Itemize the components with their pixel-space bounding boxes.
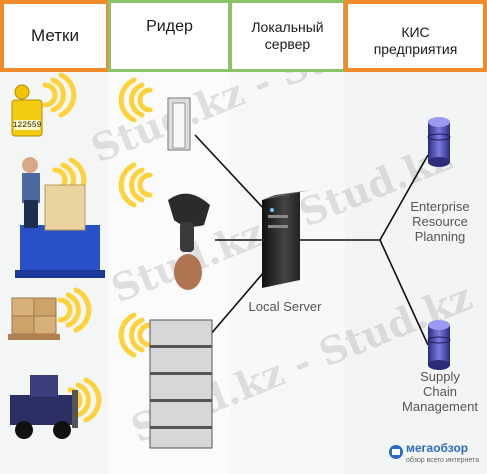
header-tags-label: Метки xyxy=(31,26,79,46)
erp-database-icon xyxy=(427,117,451,167)
shelf-rack-reader-icon xyxy=(149,319,213,449)
scm-database-icon xyxy=(427,320,451,370)
header-tags: Метки xyxy=(0,0,110,72)
column-kis-bg xyxy=(345,0,487,474)
warehouse-worker-icon xyxy=(15,157,105,278)
header-reader: Ридер xyxy=(108,0,231,72)
erp-label-line1: Enterprise xyxy=(410,199,470,214)
header-local-server: Локальный сервер xyxy=(229,0,346,72)
brand-logo-icon xyxy=(389,445,403,459)
erp-label: Enterprise Resource Planning xyxy=(400,199,480,245)
header-local-server-line2: сервер xyxy=(264,36,311,52)
connection-lines xyxy=(194,134,429,346)
brand-tagline: обзор всего интернета xyxy=(406,457,480,464)
header-kis-line2: предприятия xyxy=(373,41,458,57)
reader-signal-waves xyxy=(118,77,153,358)
server-tower-icon xyxy=(262,190,312,288)
forklift-icon xyxy=(10,375,78,439)
ear-tag-icon xyxy=(11,84,43,137)
portal-reader-icon xyxy=(167,97,191,151)
brand-logo-text: мегаобзор xyxy=(406,441,469,455)
scm-label-line1: Supply xyxy=(420,369,460,384)
scm-label-line2: Chain xyxy=(423,383,457,399)
erp-label-line3: Planning xyxy=(414,228,466,244)
header-kis-line1: КИС xyxy=(401,23,430,40)
tag-number: 122559 xyxy=(12,121,42,130)
handheld-scanner-icon xyxy=(168,193,210,290)
header-kis: КИС предприятия xyxy=(344,0,487,72)
header-reader-label: Ридер xyxy=(146,18,193,35)
header-local-server-line1: Локальный xyxy=(251,18,324,35)
scm-label-line3: Management xyxy=(402,398,478,414)
pallet-boxes-icon xyxy=(8,297,60,340)
scm-label: Supply Chain Management xyxy=(400,369,480,415)
erp-label-line2: Resource xyxy=(412,213,468,229)
local-server-label: Local Server xyxy=(248,299,322,314)
